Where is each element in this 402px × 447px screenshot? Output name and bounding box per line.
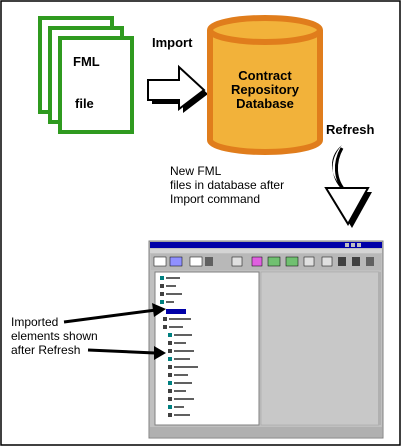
db-label-line1: Contract [238,68,292,83]
refresh-label: Refresh [326,122,374,137]
file-label-line2: file [75,96,94,111]
tree-item-text [166,293,182,295]
block-right-arrow-icon [147,64,208,113]
window-btn-min [345,243,349,247]
tree-item-text [174,382,192,384]
callout-arrow-upper [63,303,166,324]
tree-item-text [174,374,188,376]
tree-item-text [169,326,183,328]
tree-item-text [174,398,194,400]
window-toolbar [151,254,381,270]
window-menubar [150,249,382,253]
window-btn-max [351,243,355,247]
tree-item-selected [166,309,186,314]
document-stack-icon [38,16,134,134]
note-line3: Import command [170,192,260,206]
db-label-line3: Database [236,96,294,111]
app-window-thumbnail [148,240,384,439]
tree-item-icon [168,349,172,353]
tree-item-icon [160,276,164,280]
tree-item-text [174,350,194,352]
tree-item-text [174,406,184,408]
tree-item-icon [168,357,172,361]
tree-item-text [166,301,174,303]
tree-item-icon [168,413,172,417]
callout-line1: Imported [11,315,58,329]
file-label-line1: FML [73,54,100,69]
tree-pane [154,271,260,426]
tree-item-text [169,318,191,320]
callout-line2: elements shown [11,329,98,343]
tree-item-icon [160,300,164,304]
content-pane [260,271,380,426]
window-statusbar [150,427,382,437]
tree-item-icon [168,373,172,377]
tree-item-icon [163,325,167,329]
window-btn-close [357,243,361,247]
tree-item-icon [160,292,164,296]
tree-item-icon [168,341,172,345]
tree-item-icon [163,317,167,321]
note-line1: New FML [170,164,222,178]
file-sheet-front [58,36,134,134]
tree-item-text [174,414,190,416]
tree-item-icon [168,365,172,369]
cylinder-database-icon [207,15,323,155]
tree-item-icon [168,389,172,393]
tree-item-icon [168,405,172,409]
tree-item-text [174,358,190,360]
db-label-line2: Repository [231,82,300,97]
tree-item-text [166,277,180,279]
curved-down-arrow-icon [324,145,372,228]
tree-item-icon [168,333,172,337]
window-scrollbar [378,272,381,425]
tree-item-text [166,285,176,287]
tree-item-icon [160,284,164,288]
tree-item-text [174,334,192,336]
tree-item-icon [168,381,172,385]
tree-item-icon [168,397,172,401]
callout-arrow-lower [87,346,166,360]
note-line2: files in database after [170,178,284,192]
import-label: Import [152,35,193,50]
tree-item-text [174,366,198,368]
window-titlebar [150,242,382,248]
tree-rows [160,276,198,417]
tree-item-text [174,342,186,344]
callout-line3: after Refresh [11,343,80,357]
tree-item-text [174,390,186,392]
